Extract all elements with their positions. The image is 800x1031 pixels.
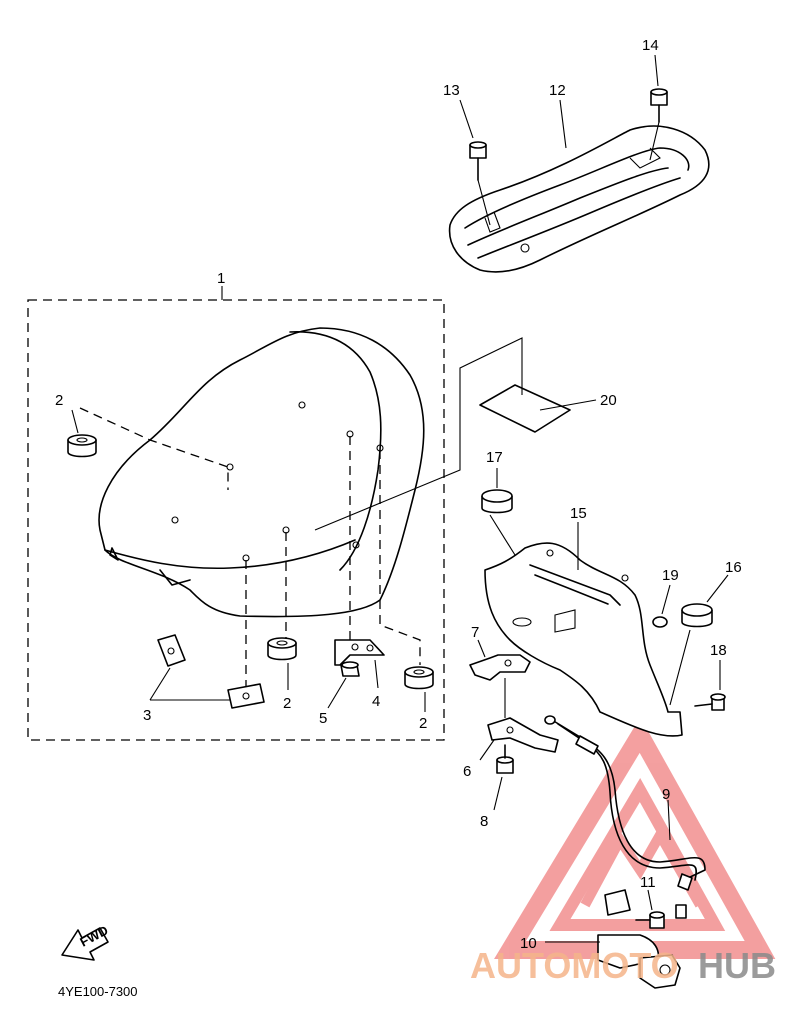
callout-1: 1 (217, 270, 225, 287)
leader-3a (149, 667, 171, 701)
callout-20: 20 (600, 392, 617, 409)
watermark-text-a: AUTOMOTO (470, 945, 679, 986)
nut-5 (340, 661, 360, 677)
cap-17 (481, 489, 513, 514)
callout-18: 18 (710, 642, 727, 659)
callouts: 1 2 2 2 3 4 5 6 7 8 9 10 11 12 13 14 15 … (55, 37, 742, 952)
bolt-14 (650, 88, 668, 123)
callout-3: 3 (143, 707, 151, 724)
fwd-arrow-icon: FWD (61, 923, 111, 961)
leader-14 (654, 54, 659, 87)
seat-lock-bracket (484, 542, 683, 737)
callout-4: 4 (372, 693, 380, 710)
label-20 (479, 384, 571, 433)
nut-plate-3a (157, 634, 186, 667)
nut-plate-3b (227, 683, 265, 709)
leader-7 (477, 639, 486, 658)
callout-2-left: 2 (55, 392, 63, 409)
bolt-13-axis (477, 179, 491, 226)
seat-lock (597, 889, 681, 989)
callout-15: 15 (570, 505, 587, 522)
callout-7: 7 (471, 624, 479, 641)
cap-16-axis (669, 629, 691, 706)
damper-2-left (67, 434, 97, 458)
bolt-14-axis (649, 121, 660, 161)
leader-19 (661, 584, 671, 615)
callout-5: 5 (319, 710, 327, 727)
bracket-4 (334, 639, 385, 666)
leader-16 (706, 574, 729, 603)
screw-18 (694, 693, 726, 711)
callout-14: 14 (642, 37, 659, 54)
hook-7 (469, 654, 531, 681)
watermark-m-mark (580, 824, 705, 908)
callout-10: 10 (520, 935, 537, 952)
leader-20 (539, 399, 597, 411)
callout-2-middle: 2 (283, 695, 291, 712)
leader-2a (71, 409, 79, 434)
seat (98, 327, 425, 618)
bracket-6 (487, 717, 559, 753)
damper-2-right (404, 666, 434, 690)
callout-19: 19 (662, 567, 679, 584)
damper-2-middle (267, 637, 297, 661)
label-20-connector (314, 337, 523, 531)
dash-line-2a (79, 407, 229, 490)
callout-16: 16 (725, 559, 742, 576)
watermark-triangle-outer (494, 717, 776, 959)
callout-17: 17 (486, 449, 503, 466)
diagram-code: 4YE100-7300 (58, 984, 138, 999)
watermark-text-b: HUB (698, 945, 776, 986)
callout-11: 11 (640, 874, 656, 891)
callout-9: 9 (662, 786, 670, 803)
cap-17-axis (489, 514, 516, 556)
callout-13: 13 (443, 82, 460, 99)
watermark-text: AUTOMOTO HUB (470, 945, 776, 986)
seat-assembly-boundary (27, 299, 445, 741)
bolt-11 (635, 911, 665, 929)
callout-8: 8 (480, 813, 488, 830)
leader-12 (559, 99, 567, 149)
grab-bar (448, 125, 710, 273)
leader-6 (479, 739, 495, 761)
leader-13 (459, 99, 474, 139)
seat-lock-cable (544, 715, 706, 919)
cap-16 (681, 603, 713, 628)
watermark-logo (494, 717, 776, 959)
leader-8 (493, 776, 503, 811)
leader-4 (374, 659, 379, 689)
dash-line-2c (379, 450, 421, 665)
leader-9 (667, 799, 671, 841)
bolt-19 (652, 616, 668, 628)
callout-2-right: 2 (419, 715, 427, 732)
leader-5 (327, 677, 347, 709)
callout-12: 12 (549, 82, 566, 99)
bolt-13 (469, 141, 487, 181)
callout-6: 6 (463, 763, 471, 780)
bolt-8 (496, 744, 514, 774)
leader-11 (647, 889, 653, 911)
